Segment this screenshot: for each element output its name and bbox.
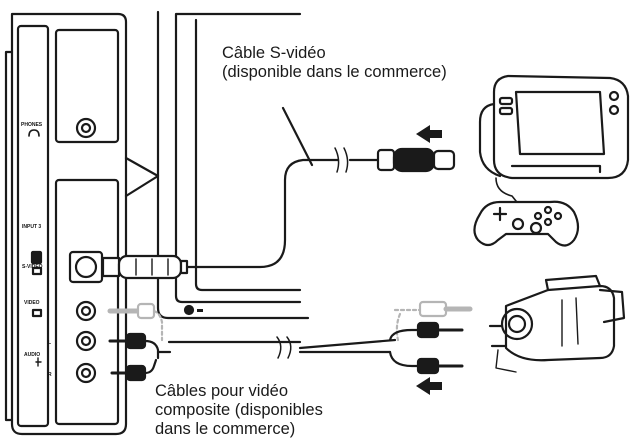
arrow-left-icon xyxy=(416,125,442,143)
video-label: VIDEO xyxy=(24,300,40,306)
s-video-cable xyxy=(101,106,456,280)
game-console xyxy=(478,74,630,207)
audio-r-label: R xyxy=(48,372,52,378)
phones-jack xyxy=(28,117,97,139)
audio-label: AUDIO xyxy=(24,352,41,358)
s-video-label: S-VIDEO xyxy=(22,264,43,270)
arrow-left-icon xyxy=(416,377,442,395)
game-controller xyxy=(473,200,580,247)
audio-r-jack xyxy=(35,357,97,384)
zoom-callout xyxy=(124,156,160,198)
audio-l-label: L xyxy=(48,340,52,346)
composite-cables xyxy=(107,300,473,382)
camcorder xyxy=(488,274,626,373)
video-jack xyxy=(31,300,97,322)
composite-cables-caption-line3: dans le commerce) xyxy=(155,420,296,438)
tv-side-panel xyxy=(4,12,128,436)
composite-cables-caption-line1: Câbles pour vidéo xyxy=(155,382,288,400)
s-video-cable-caption-line1: Câble S-vidéo xyxy=(222,44,326,62)
audio-l-jack xyxy=(75,330,97,352)
s-video-cable-caption-line2: (disponible dans le commerce) xyxy=(222,63,447,81)
phones-label: PHONES xyxy=(21,122,43,128)
composite-cables-caption-line2: composite (disponibles xyxy=(155,401,323,419)
input-label: INPUT 3 xyxy=(22,224,42,230)
